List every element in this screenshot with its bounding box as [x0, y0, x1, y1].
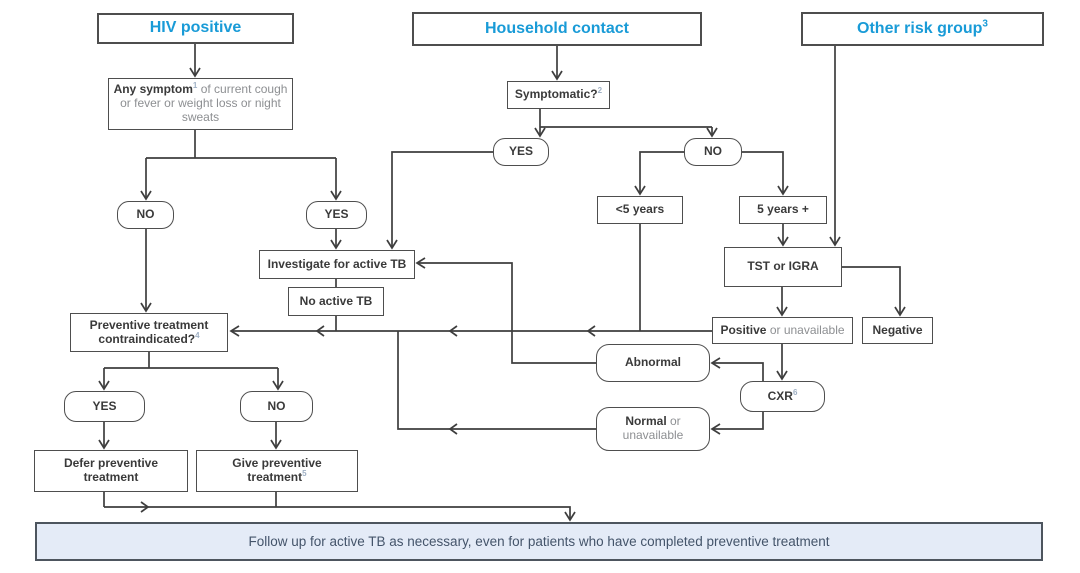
node-household-contact: Household contact	[412, 12, 702, 46]
pill-cxr: CXR6	[740, 381, 825, 412]
node-label: No active TB	[299, 293, 373, 308]
edge-abnormal-to-investigate	[415, 257, 596, 364]
pill-no-hiv: NO	[117, 201, 174, 229]
footer-followup-bar: Follow up for active TB as necessary, ev…	[35, 522, 1043, 561]
node-label: HIV positive	[149, 19, 242, 37]
edge-normal-to-mainline	[397, 331, 596, 430]
node-investigate-active-tb: Investigate for active TB	[259, 250, 415, 279]
node-label: NO	[704, 144, 722, 159]
pill-yes-hiv: YES	[306, 201, 367, 229]
chevron-left-1	[315, 325, 325, 337]
footnote-marker: 2	[597, 86, 603, 96]
chevron-left-3	[586, 325, 596, 337]
pill-yes-contraindicated: YES	[64, 391, 145, 422]
edge-cxr-to-normal	[710, 412, 764, 435]
node-no-active-tb: No active TB	[288, 287, 384, 316]
node-label: <5 years	[615, 202, 665, 217]
node-label: Symptomatic?2	[514, 86, 603, 102]
chevron-right-1	[140, 501, 150, 513]
node-label: NO	[136, 207, 155, 222]
edge-tst-to-negative	[842, 266, 906, 317]
node-label: NO	[267, 398, 286, 413]
chevron-left-4	[448, 423, 458, 435]
footnote-marker: 5	[302, 469, 307, 478]
node-label: CXR6	[767, 387, 798, 403]
edge-to-footer	[104, 506, 576, 522]
edge-contra-split	[104, 352, 278, 369]
node-label: Abnormal	[624, 355, 681, 370]
node-label: TST or IGRA	[747, 259, 819, 274]
footnote-marker: 3	[982, 18, 988, 30]
node-label: Any symptom1 of current cough or fever o…	[113, 81, 288, 124]
node-label: Positive or unavailable	[720, 322, 845, 337]
node-label: Other risk group3	[857, 18, 988, 37]
node-label: YES	[324, 207, 349, 222]
node-label: Household contact	[484, 19, 629, 37]
edge-nohh-to-over5	[742, 151, 789, 196]
node-label: YES	[508, 144, 533, 159]
node-under-5-years: <5 years	[597, 196, 683, 224]
node-label: 5 years +	[757, 202, 809, 217]
edge-symptomatic-split	[539, 109, 712, 128]
pill-normal-or-unavailable: Normal or unavailable	[596, 407, 710, 451]
pill-yes-household: YES	[493, 138, 549, 166]
node-symptomatic: Symptomatic?2	[507, 81, 610, 109]
node-label: Investigate for active TB	[267, 256, 407, 271]
node-other-risk-group: Other risk group3	[801, 12, 1044, 46]
pill-abnormal: Abnormal	[596, 344, 710, 382]
node-5-years-plus: 5 years +	[739, 196, 827, 224]
node-positive-or-unavailable: Positive or unavailable	[712, 317, 853, 344]
node-label: YES	[92, 398, 117, 413]
pill-no-household: NO	[684, 138, 742, 166]
edge-nohh-to-under5	[634, 151, 684, 196]
edge-yeshh-to-investigate	[386, 151, 493, 250]
node-label: Normal or unavailable	[622, 414, 684, 442]
node-tst-or-igra: TST or IGRA	[724, 247, 842, 287]
footnote-marker: 1	[192, 81, 198, 91]
footer-label: Follow up for active TB as necessary, ev…	[248, 533, 830, 549]
chevron-left-2	[448, 325, 458, 337]
node-label: Negative	[872, 322, 923, 337]
edge-cxr-to-abnormal	[710, 357, 764, 381]
pill-no-contraindicated: NO	[240, 391, 313, 422]
node-any-symptom: Any symptom1 of current cough or fever o…	[108, 78, 293, 130]
node-hiv-positive: HIV positive	[97, 13, 294, 44]
footnote-marker: 4	[195, 330, 200, 340]
edge-treatment-stems	[103, 492, 277, 507]
node-negative: Negative	[862, 317, 933, 344]
footnote-marker: 6	[792, 387, 798, 397]
